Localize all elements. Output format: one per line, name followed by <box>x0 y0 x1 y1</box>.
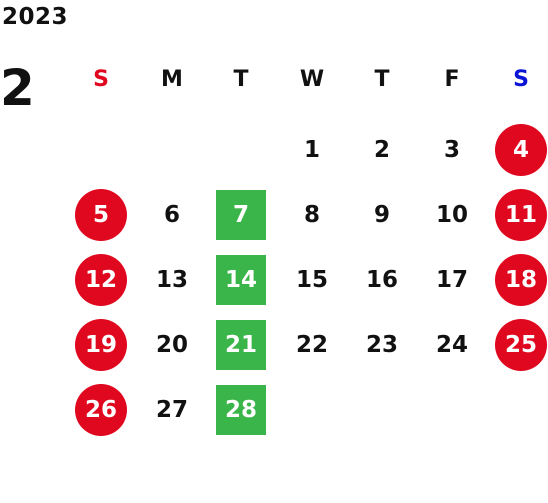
day-cell-21[interactable]: 21 <box>216 320 266 370</box>
day-cell-23[interactable]: 23 <box>365 332 398 358</box>
day-cell-25[interactable]: 25 <box>495 319 547 371</box>
day-cell-16[interactable]: 16 <box>365 267 398 293</box>
weekday-fri: F <box>444 67 460 92</box>
day-cell-24[interactable]: 24 <box>435 332 468 358</box>
day-cell-13[interactable]: 13 <box>155 267 188 293</box>
day-cell-14[interactable]: 14 <box>216 255 266 305</box>
day-cell-1[interactable]: 1 <box>303 137 320 163</box>
day-cell-8[interactable]: 8 <box>303 202 320 228</box>
day-cell-3[interactable]: 3 <box>443 137 460 163</box>
day-cell-9[interactable]: 9 <box>373 202 390 228</box>
day-cell-18[interactable]: 18 <box>495 254 547 306</box>
year-label: 2023 <box>2 4 69 30</box>
day-cell-22[interactable]: 22 <box>295 332 328 358</box>
day-cell-7[interactable]: 7 <box>216 190 266 240</box>
month-label: 2 <box>0 59 35 117</box>
day-cell-10[interactable]: 10 <box>435 202 468 228</box>
day-cell-19[interactable]: 19 <box>75 319 127 371</box>
weekday-sat: S <box>513 67 529 92</box>
weekday-thu: T <box>374 67 390 92</box>
day-cell-17[interactable]: 17 <box>435 267 468 293</box>
day-cell-27[interactable]: 27 <box>155 397 188 423</box>
day-cell-20[interactable]: 20 <box>155 332 188 358</box>
weekday-mon: M <box>161 67 183 92</box>
day-cell-26[interactable]: 26 <box>75 384 127 436</box>
weekday-wed: W <box>299 67 325 92</box>
day-cell-6[interactable]: 6 <box>163 202 180 228</box>
day-cell-15[interactable]: 15 <box>295 267 328 293</box>
weekday-tue: T <box>233 67 249 92</box>
day-cell-11[interactable]: 11 <box>495 189 547 241</box>
weekday-sun: S <box>93 67 109 92</box>
day-cell-4[interactable]: 4 <box>495 124 547 176</box>
day-cell-28[interactable]: 28 <box>216 385 266 435</box>
day-cell-2[interactable]: 2 <box>373 137 390 163</box>
day-cell-5[interactable]: 5 <box>75 189 127 241</box>
day-cell-12[interactable]: 12 <box>75 254 127 306</box>
